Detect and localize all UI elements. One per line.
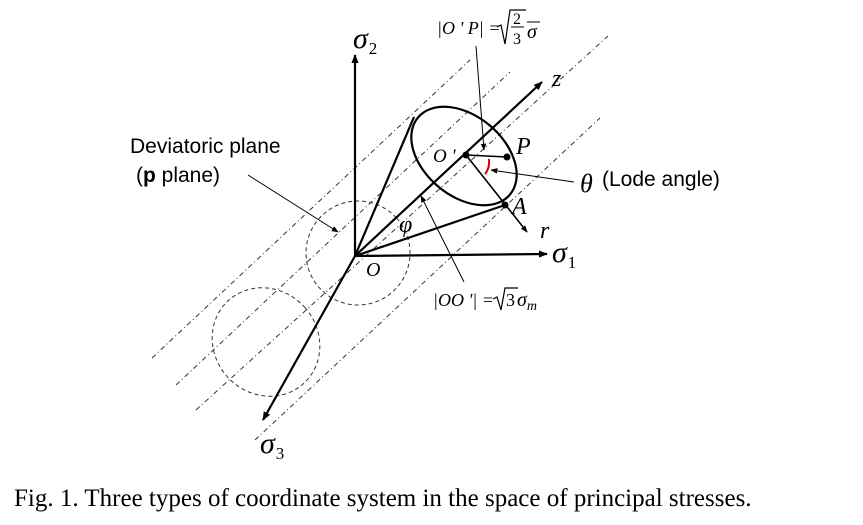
phi-label: φ [399,212,412,238]
svg-text:3: 3 [513,31,521,48]
deviatoric-plane-label-line1: Deviatoric plane [130,135,281,158]
svg-text:3: 3 [506,290,515,310]
dashed-guide-lines [151,35,609,441]
o-prime-label: O ' [433,146,456,167]
point-o-prime [462,151,470,159]
theta-label: θ [580,169,593,198]
sigma3-label: σ3 [260,427,284,463]
op-formula: |O ' P| = 2 3 σ [437,9,540,48]
figure-caption: Fig. 1. Three types of coordinate system… [14,485,752,512]
deviatoric-plane-label-line2: (p plane) [136,164,220,187]
r-direction [465,154,528,233]
svg-text:2: 2 [513,11,521,28]
lode-angle-label: (Lode angle) [602,168,720,191]
sigma3-axis [262,255,356,421]
deviatoric-pointer [247,174,339,233]
z-label: z [551,66,562,92]
op-pointer [475,45,487,151]
op-segment [465,154,508,158]
a-label: A [510,194,527,220]
cone-generator-top [353,116,416,257]
p-label: P [515,134,531,160]
pointer-lines [247,45,575,283]
svg-text:σ: σ [527,21,538,43]
point-p [503,153,511,161]
cone [353,105,518,258]
sigma1-label: σ1 [552,236,576,272]
o-label: O [366,259,380,281]
svg-text:σm: σm [517,289,537,314]
oo-formula: |OO '| = 3 σm [433,287,537,314]
z-axis [354,81,543,257]
point-a [501,201,509,209]
svg-text:|OO '| =: |OO '| = [433,290,494,310]
sigma2-label: σ2 [353,22,377,58]
oo-pointer [420,195,465,283]
theta-pointer [490,168,575,183]
lode-angle-arc [484,158,491,175]
r-label: r [540,218,550,244]
points [462,151,511,209]
cone-generator-bottom [354,203,506,258]
cone-base-ellipse [410,105,518,207]
principal-stress-diagram: σ2 σ1 σ3 z r P A O O ' φ θ (Lode angle) … [130,9,720,463]
svg-text:|O ' P| =: |O ' P| = [437,18,500,38]
inner-lines [465,154,528,233]
